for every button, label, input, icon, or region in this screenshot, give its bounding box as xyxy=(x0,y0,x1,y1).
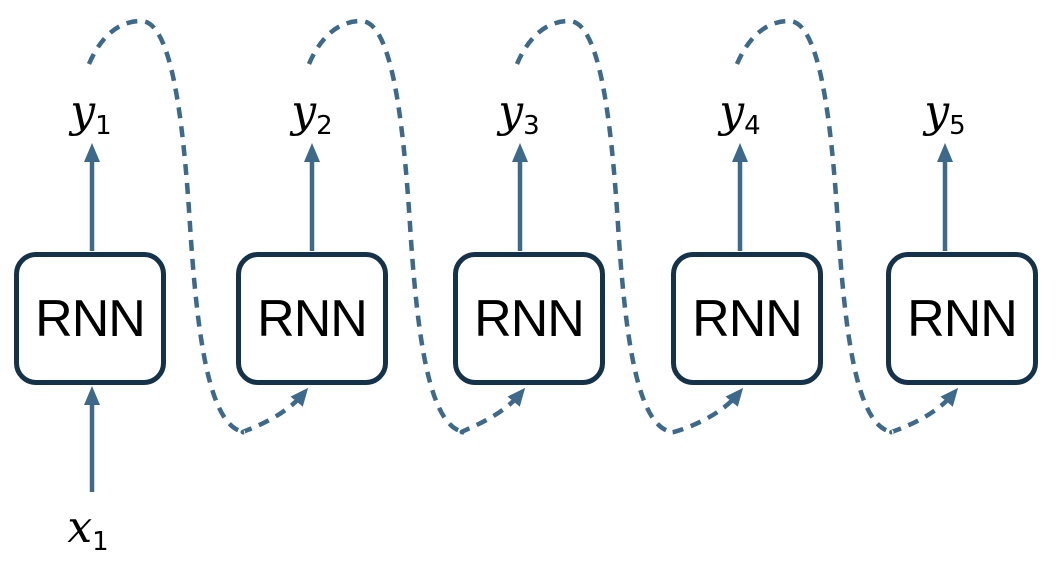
output-label-y4: y4 xyxy=(685,90,795,140)
recurrent-connection-3-to-4 xyxy=(514,18,744,435)
output-label-y1-base: y xyxy=(70,86,96,137)
output-label-y2-base: y xyxy=(291,86,317,137)
rnn-box-3: RNN xyxy=(453,252,605,385)
recurrent-connection-1-to-2 xyxy=(86,18,309,435)
rnn-box-4: RNN xyxy=(671,252,823,385)
rnn-box-3-label: RNN xyxy=(474,289,585,348)
rnn-box-1: RNN xyxy=(14,252,166,385)
output-label-y1-sub: 1 xyxy=(95,111,112,141)
output-arrow-2-head xyxy=(304,143,320,162)
output-arrow-4-head xyxy=(732,143,748,162)
output-label-y2-sub: 2 xyxy=(316,111,333,141)
rnn-box-1-label: RNN xyxy=(35,289,146,348)
rnn-box-2: RNN xyxy=(236,252,388,385)
recurrent-connection-4-to-5 xyxy=(734,18,959,435)
output-label-y4-sub: 4 xyxy=(744,111,761,141)
rnn-box-5-label: RNN xyxy=(907,289,1018,348)
output-label-y4-base: y xyxy=(719,86,745,137)
input-label-x1-sub: 1 xyxy=(92,527,109,557)
output-label-y3: y3 xyxy=(464,90,574,140)
output-label-y1: y1 xyxy=(36,90,146,140)
rnn-box-2-label: RNN xyxy=(257,289,368,348)
recurrent-connection-2-to-3 xyxy=(306,18,526,435)
input-arrow-1-head xyxy=(84,386,100,405)
output-arrow-3-head xyxy=(512,143,528,162)
output-arrow-5-head xyxy=(937,143,953,162)
output-label-y2: y2 xyxy=(257,90,367,140)
input-label-x1: x1 xyxy=(33,506,143,556)
rnn-box-4-label: RNN xyxy=(692,289,803,348)
output-label-y5-base: y xyxy=(924,86,950,137)
output-label-y3-base: y xyxy=(498,86,524,137)
rnn-box-5: RNN xyxy=(886,252,1038,385)
output-label-y5: y5 xyxy=(890,90,1000,140)
output-label-y3-sub: 3 xyxy=(523,111,540,141)
output-label-y5-sub: 5 xyxy=(949,111,966,141)
input-label-x1-base: x xyxy=(67,502,93,553)
output-arrow-1-head xyxy=(84,143,100,162)
